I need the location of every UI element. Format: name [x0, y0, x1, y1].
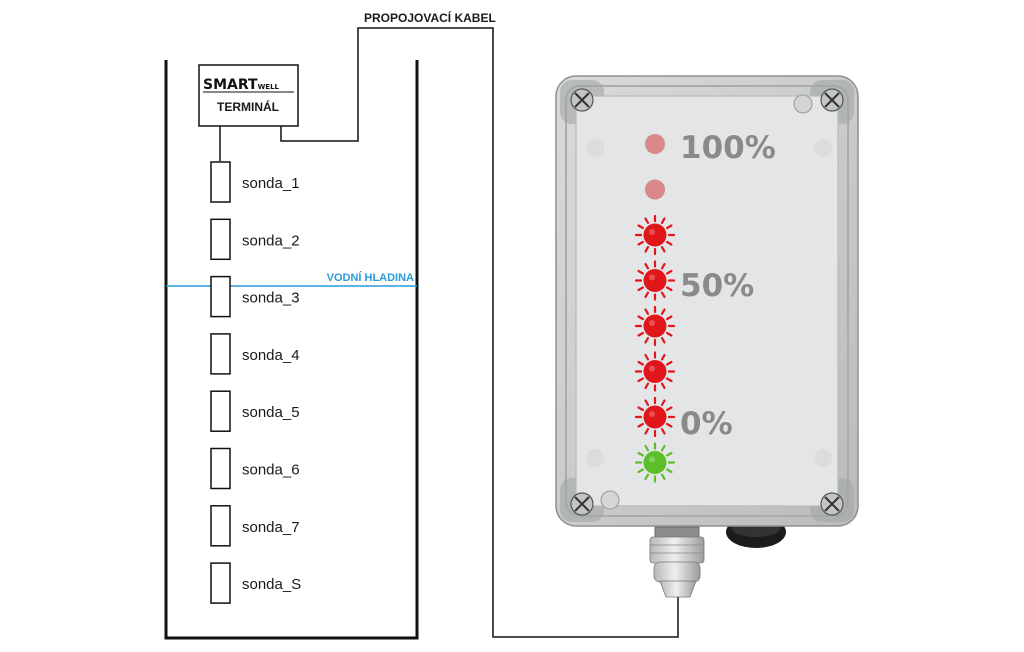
cable-label: PROPOJOVACÍ KABEL: [364, 10, 496, 25]
probe-label: sonda_3: [242, 290, 300, 307]
probe-label: sonda_5: [242, 404, 300, 421]
probe: sonda_3: [210, 275, 300, 318]
probe-sensor-icon: [210, 161, 231, 203]
probe-label: sonda_6: [242, 462, 300, 479]
screw-icon: [820, 88, 844, 112]
led-indicator: [634, 214, 676, 256]
faceplate: [575, 95, 839, 507]
probe-sensor-icon: [210, 275, 231, 318]
probe-label: sonda_S: [242, 576, 301, 593]
led-column: [634, 134, 676, 483]
probe-label: sonda_7: [242, 519, 300, 536]
well-tank: [164, 60, 419, 640]
probe: sonda_4: [210, 333, 300, 375]
screw-icon: [570, 492, 594, 516]
probe-sensor-icon: [210, 447, 231, 490]
led-indicator: [634, 396, 676, 438]
terminal-label: TERMINÁL: [217, 99, 279, 114]
probe: sonda_S: [210, 562, 301, 604]
led-indicator: [634, 305, 676, 347]
probes: sonda_1 sonda_2 sonda_3 sonda_4 sonda_5sonda…: [210, 161, 301, 604]
label-0-percent: 0%: [680, 406, 733, 442]
led-indicator: [634, 442, 676, 483]
probe-sensor-icon: [210, 505, 231, 547]
probe-label: sonda_1: [242, 175, 300, 192]
probe: sonda_2: [210, 218, 300, 261]
probe-sensor-icon: [210, 562, 231, 604]
terminal-box: SMARTWELL TERMINÁL: [198, 64, 299, 127]
led-indicator: [634, 351, 676, 392]
cable-gland: [649, 526, 705, 598]
screw-icon: [820, 492, 844, 516]
led-indicator: [634, 260, 676, 301]
probe: sonda_5: [210, 390, 300, 432]
led-indicator: [645, 134, 665, 154]
probe-label: sonda_4: [242, 347, 300, 364]
interconnect-cable: PROPOJOVACÍ KABEL: [280, 10, 679, 638]
label-100-percent: 100%: [680, 130, 776, 166]
probe-sensor-icon: [210, 390, 231, 432]
water-level-label: VODNÍ HLADINA: [327, 271, 414, 284]
probe: sonda_1: [210, 161, 300, 203]
led-indicator: [645, 179, 665, 200]
indicator-device: 100% 50% 0%: [555, 75, 859, 598]
screw-icon: [570, 88, 594, 112]
water-level: VODNÍ HLADINA: [166, 271, 417, 287]
label-50-percent: 50%: [680, 268, 754, 304]
probe: sonda_6: [210, 447, 300, 490]
probe: sonda_7: [210, 505, 300, 547]
screws: [570, 88, 844, 516]
smartwell-logo: SMARTWELL: [203, 77, 280, 93]
probe-label: sonda_2: [242, 232, 300, 249]
probe-sensor-icon: [210, 218, 231, 261]
probe-sensor-icon: [210, 333, 231, 375]
